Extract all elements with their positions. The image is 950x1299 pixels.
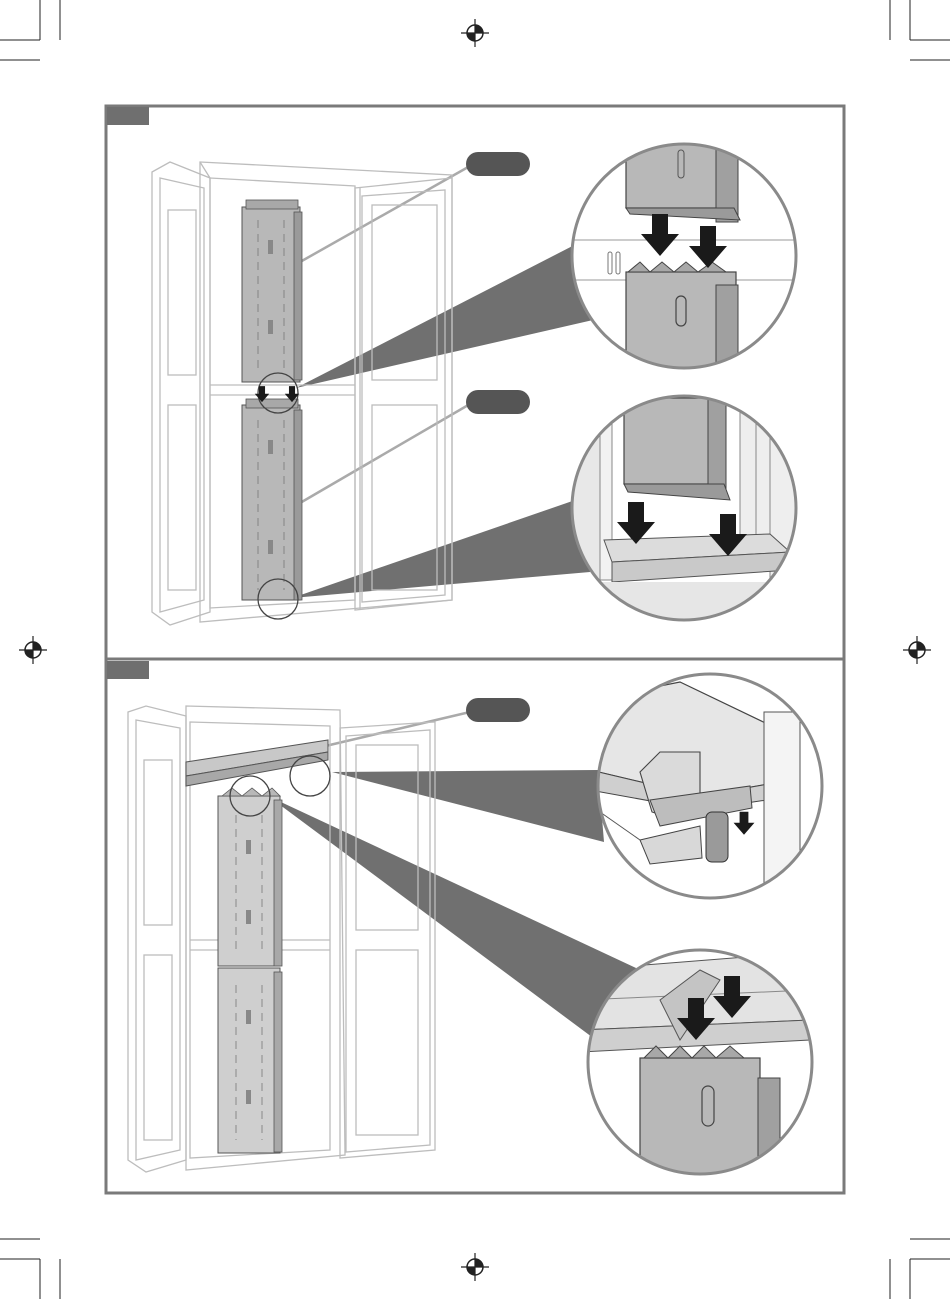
crosshair-registration-icon	[461, 19, 489, 47]
crosshair-registration-icon	[19, 636, 47, 664]
part-label-pill	[466, 152, 530, 176]
step-2-tab	[107, 661, 149, 679]
crosshair-registration-icon	[461, 1253, 489, 1281]
part-label-pill	[466, 390, 530, 414]
step-1	[152, 140, 820, 625]
crosshair-registration-icon	[903, 636, 931, 664]
back-panel-lower	[242, 399, 302, 600]
part-label-pill	[466, 698, 530, 722]
back-panel-lower	[218, 968, 282, 1153]
detail-circle-top	[590, 674, 822, 898]
back-panel-upper	[218, 788, 282, 966]
step-1-tab	[107, 107, 149, 125]
zoom-cone-bottom	[292, 497, 590, 598]
detail-circle-top	[560, 140, 810, 375]
zoom-cone-top	[332, 770, 604, 842]
step-2	[128, 674, 822, 1178]
back-panel-upper	[242, 200, 302, 382]
detail-circle-bottom	[560, 396, 820, 622]
